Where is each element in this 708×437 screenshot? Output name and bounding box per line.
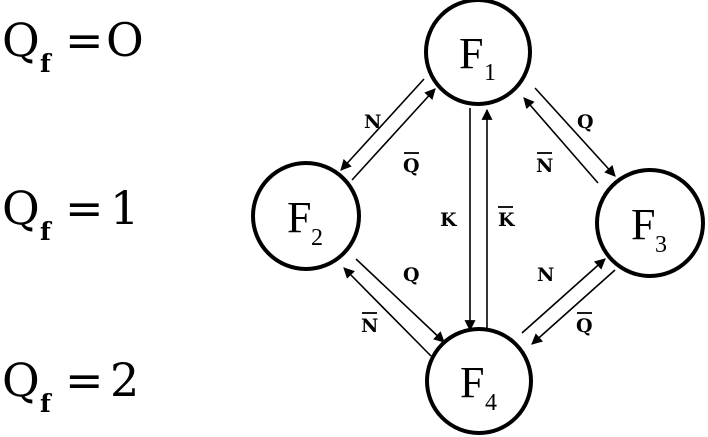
svg-text:Q: Q — [2, 13, 40, 67]
node-subscript: 3 — [655, 232, 667, 258]
node-subscript: 2 — [311, 225, 323, 251]
charge-level-1: Q f = 1 — [2, 181, 139, 246]
edge-label-f1-f2: N — [364, 111, 381, 133]
svg-text:f: f — [40, 217, 53, 246]
svg-text:N: N — [361, 315, 378, 337]
edge-labels: N Q Q N K K Q N N Q — [361, 111, 594, 337]
edge-label-f3-f4: Q — [576, 312, 593, 337]
svg-text:2: 2 — [110, 353, 139, 407]
svg-text:O: O — [106, 13, 144, 67]
svg-text:K: K — [498, 209, 516, 231]
node-letter: F — [631, 200, 655, 249]
charge-level-2: Q f = 2 — [2, 353, 139, 418]
node-subscript: 4 — [485, 390, 497, 416]
edge-label-f2-f4: Q — [403, 264, 420, 286]
svg-text:Q: Q — [576, 315, 593, 337]
svg-text:N: N — [536, 155, 553, 177]
svg-text:f: f — [40, 49, 53, 78]
svg-text:Q: Q — [2, 181, 40, 235]
transition-arrows — [340, 78, 616, 357]
charge-relation: = — [65, 181, 104, 235]
edge-label-f4-f2: N — [361, 312, 378, 337]
svg-text:=: = — [65, 13, 104, 67]
state-node-f1: F 1 — [424, 0, 532, 106]
edge-label-f2-f1: Q — [403, 152, 420, 177]
svg-text:4: 4 — [485, 390, 497, 416]
charge-value: O — [106, 13, 144, 67]
state-node-f2: F 2 — [251, 161, 361, 271]
charge-level-0: Q f = O — [2, 13, 144, 78]
svg-text:1: 1 — [484, 60, 496, 86]
arrow-f1-to-f3 — [534, 87, 616, 177]
arrow-f2-to-f4 — [355, 258, 445, 343]
charge-symbol: Q — [2, 353, 40, 407]
arrow-f1-to-f2 — [340, 78, 425, 171]
arrow-f3-to-f1 — [523, 97, 599, 184]
charge-value: 1 — [110, 181, 139, 235]
svg-text:Q: Q — [2, 353, 40, 407]
node-letter: F — [459, 29, 483, 78]
svg-text:F: F — [287, 193, 311, 242]
svg-text:1: 1 — [110, 181, 139, 235]
state-node-f4: F 4 — [425, 327, 533, 435]
edge-label-f3-f1: N — [536, 152, 553, 177]
edge-label-f4-f1: K — [498, 206, 516, 231]
svg-text:F: F — [460, 358, 484, 407]
svg-text:F: F — [459, 29, 483, 78]
state-node-f3: F 3 — [595, 168, 705, 278]
charge-value: 2 — [110, 353, 139, 407]
svg-text:2: 2 — [311, 225, 323, 251]
svg-text:F: F — [631, 200, 655, 249]
edge-label-f1-f3: Q — [577, 111, 594, 133]
edge-label-f4-f3: N — [537, 264, 554, 286]
charge-subscript: f — [40, 217, 53, 246]
svg-text:=: = — [65, 181, 104, 235]
svg-text:3: 3 — [655, 232, 667, 258]
charge-subscript: f — [40, 49, 53, 78]
node-letter: F — [287, 193, 311, 242]
edge-label-f1-f4: K — [440, 209, 458, 231]
arrow-f4-to-f2 — [343, 267, 432, 357]
charge-symbol: Q — [2, 181, 40, 235]
svg-text:f: f — [40, 389, 53, 418]
charge-relation: = — [65, 353, 104, 407]
svg-text:=: = — [65, 353, 104, 407]
arrow-f3-to-f4 — [531, 269, 616, 345]
arrow-f4-to-f3 — [521, 258, 606, 334]
charge-symbol: Q — [2, 13, 40, 67]
arrow-f2-to-f1 — [351, 88, 436, 181]
svg-text:Q: Q — [403, 155, 420, 177]
node-letter: F — [460, 358, 484, 407]
charge-subscript: f — [40, 389, 53, 418]
charge-relation: = — [65, 13, 104, 67]
node-subscript: 1 — [484, 60, 496, 86]
